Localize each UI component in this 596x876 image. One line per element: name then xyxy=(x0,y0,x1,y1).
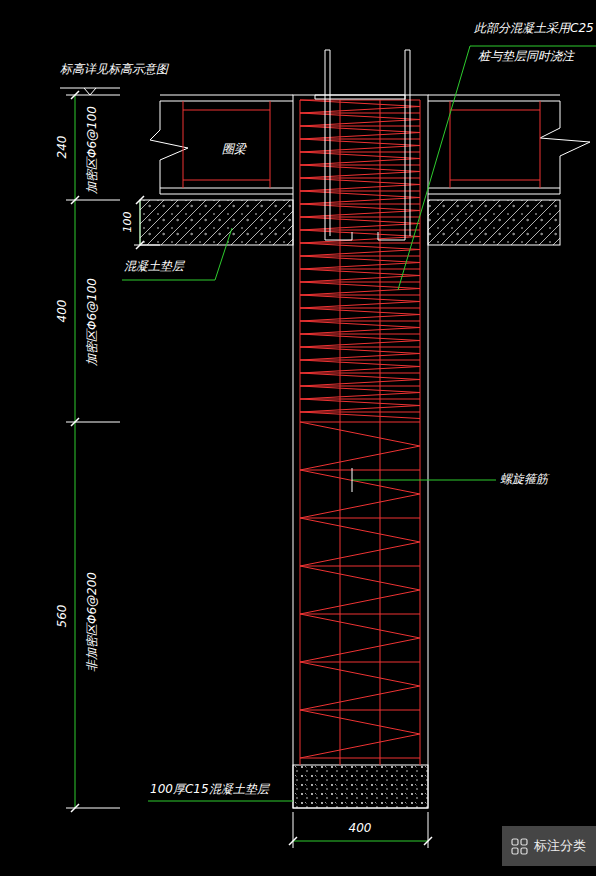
dimension-text: 非加密区Φ6@200 xyxy=(86,572,100,672)
annotation-label: 400 xyxy=(349,822,372,836)
leader-lines xyxy=(122,46,596,801)
ring-beam xyxy=(150,95,590,194)
dimension-text: 加密区Φ6@100 xyxy=(86,278,100,366)
toolbar-button: 标注分类 xyxy=(534,826,586,866)
annotation-label: 圈梁 xyxy=(222,143,246,157)
pile xyxy=(293,50,428,808)
button-label: 标注分类 xyxy=(534,839,586,854)
stirrup-ring xyxy=(300,422,420,758)
annotation-label: 桩与垫层同时浇注 xyxy=(478,50,574,64)
dimension-text: 400 xyxy=(56,300,70,323)
annotation-label: 螺旋箍筋 xyxy=(500,473,548,487)
button-background xyxy=(502,826,596,866)
dimension-text: 240 xyxy=(56,136,70,159)
spiral-stirrup xyxy=(300,422,420,758)
stirrup-ring xyxy=(300,100,420,412)
dimension-text: 100 xyxy=(122,212,135,233)
dimension-text: 加密区Φ6@100 xyxy=(86,106,100,194)
dimension-chain xyxy=(66,91,160,812)
annotation-label: 此部分混凝土采用C25 xyxy=(474,22,594,36)
elevation-marker xyxy=(60,88,120,95)
annotation-label: 标高详见标高示意图 xyxy=(60,63,168,77)
annotation-label: 混凝土垫层 xyxy=(124,260,184,274)
width-dimension xyxy=(289,812,432,848)
annotation-label: 100厚C15混凝土垫层 xyxy=(150,783,269,797)
spiral-stirrup xyxy=(300,100,420,419)
dimension-text: 560 xyxy=(56,605,70,628)
